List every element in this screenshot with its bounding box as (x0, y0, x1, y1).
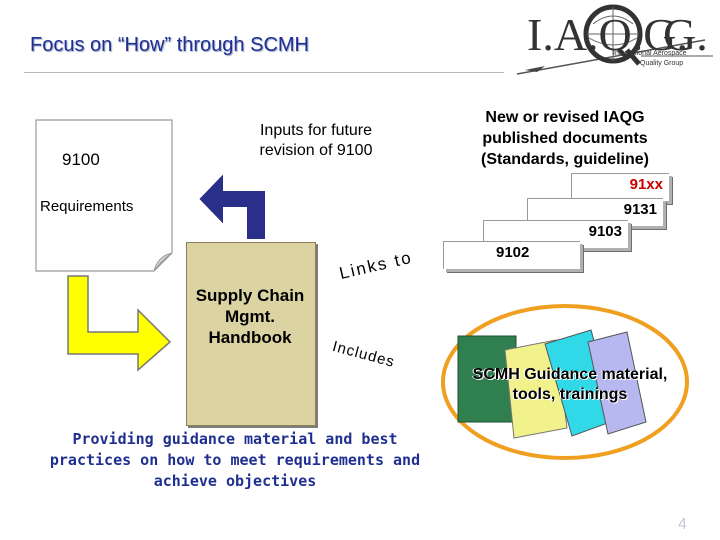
logo-text: I.A.Q.G. (527, 9, 688, 60)
doc-card-9102: 9102 (443, 241, 580, 269)
logo-tagline-line1: International Aerospace (613, 50, 687, 57)
doc-card-91xx: 91xx (571, 173, 669, 201)
requirements-doc-number: 9100 (62, 150, 100, 169)
inputs-for-revision-text: Inputs for future revision of 9100 (259, 122, 373, 159)
handbook-label: Supply Chain Mgmt. Handbook (195, 286, 305, 347)
logo-tagline-line2: Quality Group (640, 60, 684, 67)
slide-title: Focus on “How” through SCMH (30, 34, 309, 56)
lavender-sheet (587, 331, 647, 435)
svg-text:G.: G. (663, 9, 708, 60)
scm-handbook-box (186, 242, 316, 426)
requirements-document-shape (35, 119, 173, 272)
providing-guidance-text: Providing guidance material and best pra… (49, 430, 421, 490)
links-to-label: Links to (337, 247, 415, 284)
bent-arrow-left-icon (196, 169, 267, 241)
includes-label: Includes (330, 338, 397, 371)
scmh-guidance-ellipse (441, 304, 689, 460)
green-sheet (457, 335, 517, 423)
page-number: 4 (678, 516, 687, 533)
bent-arrow-right-icon (67, 275, 172, 372)
requirements-doc-label: Requirements (40, 198, 134, 215)
title-divider (24, 72, 504, 73)
scmh-guidance-text: SCMH Guidance material, tools, trainings (472, 366, 668, 403)
new-documents-heading: New or revised IAQG published documents … (480, 109, 649, 168)
iaqg-logo: I.A.Q.G. G. (515, 0, 715, 82)
